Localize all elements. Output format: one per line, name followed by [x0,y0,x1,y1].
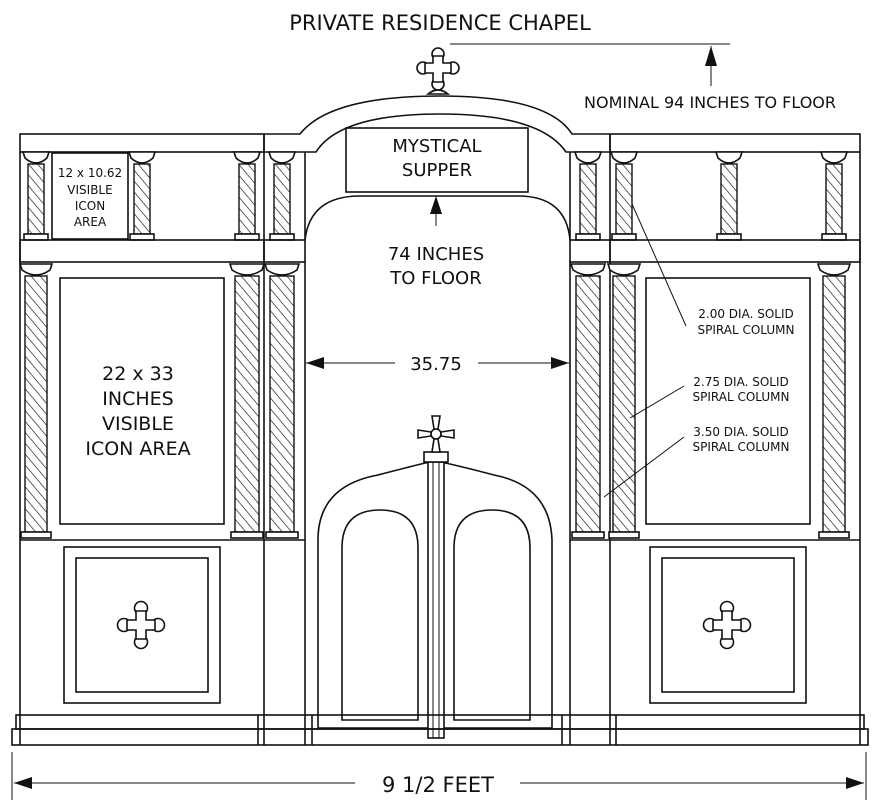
drawing-title: PRIVATE RESIDENCE CHAPEL [289,11,591,35]
spiral-column-large [263,263,301,539]
royal-gates [317,415,553,739]
large-icon-label-2: INCHES [102,388,173,410]
cross-finial-icon [416,47,460,95]
large-icon-frame-right [645,277,811,525]
large-icon-label-3: VISIBLE [102,413,174,435]
mystical-supper-label-2: SUPPER [402,160,472,181]
small-icon-label-1: 12 x 10.62 [58,166,122,180]
spiral-column-small [127,151,157,241]
callout-3-50-line1: 3.50 DIA. SOLID [693,425,788,439]
lower-panel-left [63,546,221,704]
mystical-supper-label-1: MYSTICAL [392,136,481,157]
lower-spiral-columns [18,263,852,539]
spiral-column-small [819,151,849,241]
arch-height-label-2: TO FLOOR [389,268,481,289]
spiral-column-small [232,151,262,241]
panel-cross-icon [116,600,166,650]
nominal-height-dimension: NOMINAL 94 INCHES TO FLOOR [450,43,836,112]
arch-height-label-1: 74 INCHES [388,244,484,265]
arch-height-dimension: 74 INCHES TO FLOOR [304,195,571,289]
callout-column-2-00: 2.00 DIA. SOLID SPIRAL COLUMN [631,203,795,337]
upper-spiral-columns [21,151,849,241]
small-icon-label-4: AREA [74,215,107,229]
callout-2-00-line1: 2.00 DIA. SOLID [698,307,793,321]
overall-width-label: 9 1/2 FEET [382,773,494,797]
spiral-column-large [569,263,607,539]
large-icon-label-1: 22 x 33 [102,363,174,385]
mystical-supper-panel: MYSTICAL SUPPER [345,127,529,193]
middle-cornice [19,239,861,263]
small-icon-label-2: VISIBLE [67,183,112,197]
callout-2-75-line1: 2.75 DIA. SOLID [693,375,788,389]
spiral-column-small [21,151,51,241]
column-base-band [20,262,860,745]
spiral-column-small [609,151,639,241]
gate-cross-icon [417,415,455,453]
spiral-column-large [606,263,642,539]
spiral-column-large [228,263,266,539]
spiral-column-small [267,151,297,241]
large-icon-frame-left: 22 x 33 INCHES VISIBLE ICON AREA [59,277,225,525]
callout-column-2-75: 2.75 DIA. SOLID SPIRAL COLUMN [629,375,790,419]
panel-cross-icon [702,600,752,650]
opening-width-label: 35.75 [410,354,462,375]
spiral-column-small [714,151,744,241]
small-icon-label-3: ICON [75,199,105,213]
callout-2-00-line2: SPIRAL COLUMN [698,323,795,337]
lower-panel-right [649,546,807,704]
overall-width-dimension: 9 1/2 FEET [11,752,867,800]
opening-width-dimension: 35.75 [306,354,569,375]
plinth [11,714,869,746]
callout-3-50-line2: SPIRAL COLUMN [693,440,790,454]
nominal-height-label: NOMINAL 94 INCHES TO FLOOR [584,93,836,112]
callout-column-3-50: 3.50 DIA. SOLID SPIRAL COLUMN [603,425,790,498]
spiral-column-large [18,263,54,539]
spiral-column-small [573,151,603,241]
callout-2-75-line2: SPIRAL COLUMN [693,390,790,404]
large-icon-label-4: ICON AREA [85,438,190,460]
spiral-column-large [816,263,852,539]
